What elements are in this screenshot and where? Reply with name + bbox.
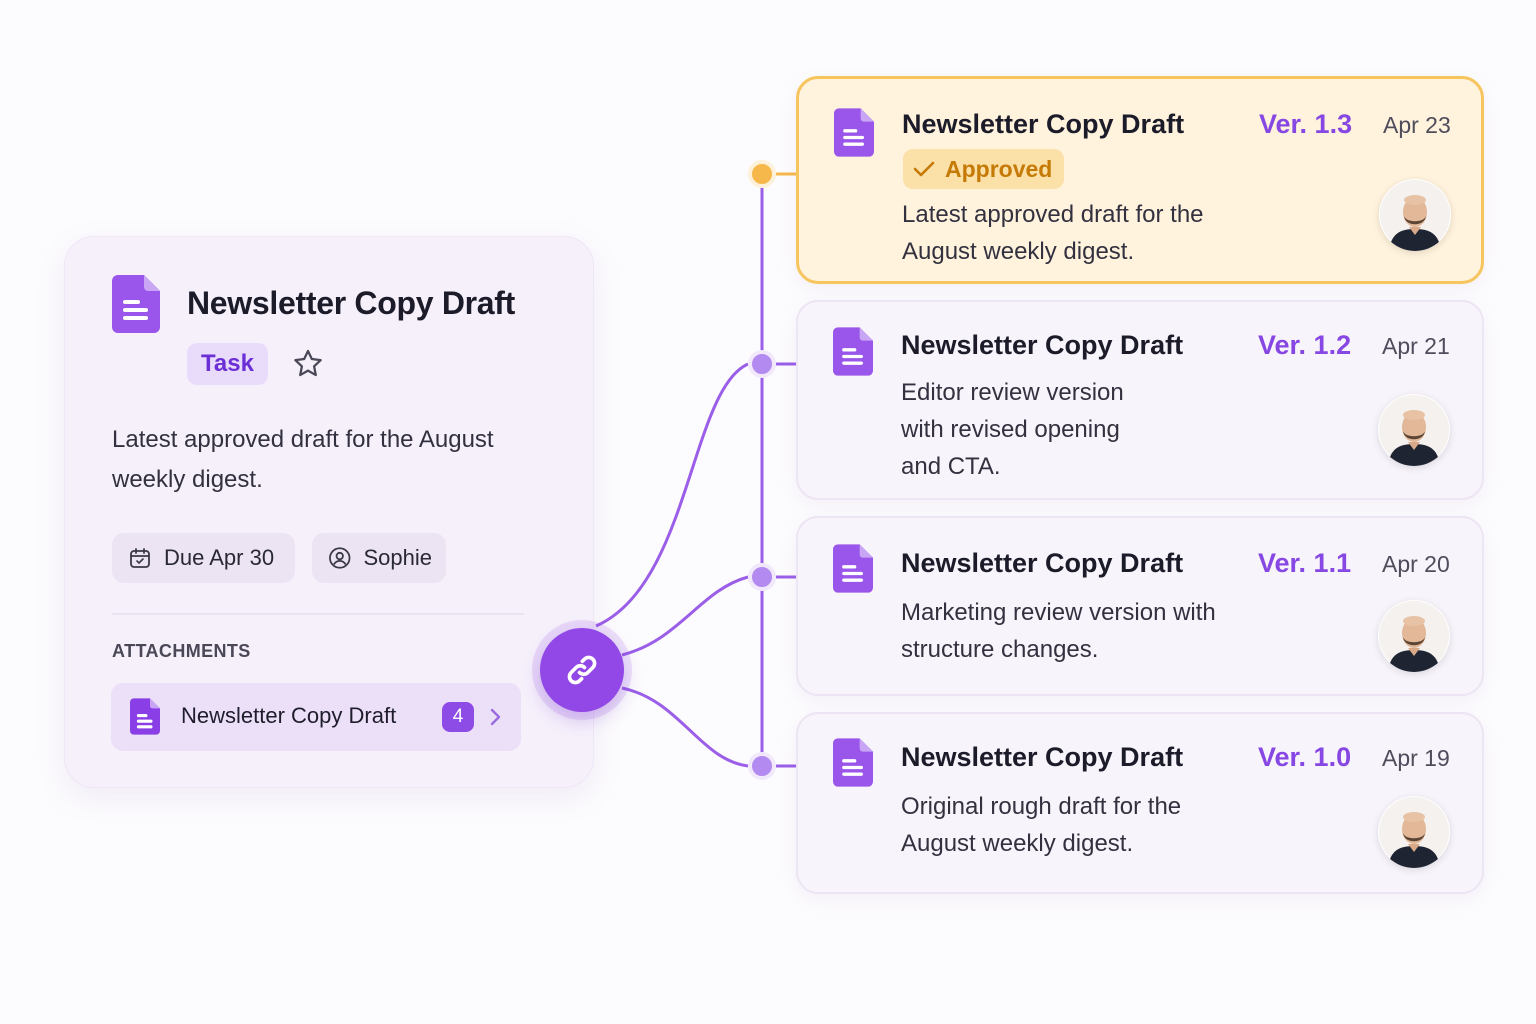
timeline-node — [748, 350, 776, 378]
version-number: Ver. 1.1 — [1258, 548, 1352, 578]
assignee-name: Sophie — [363, 545, 432, 570]
version-date: Apr 19 — [1382, 745, 1450, 771]
document-icon — [833, 327, 873, 376]
user-circle-icon — [329, 547, 351, 569]
link-button[interactable] — [540, 628, 624, 712]
due-date-chip[interactable]: Due Apr 30 — [112, 533, 295, 583]
timeline-node-current — [748, 160, 776, 188]
task-card: Newsletter Copy Draft Task Latest approv… — [64, 236, 594, 788]
attachment-item[interactable]: Newsletter Copy Draft 4 — [111, 683, 521, 751]
attachment-version-count: 4 — [442, 702, 474, 732]
due-date-text: Due Apr 30 — [164, 545, 275, 570]
attachment-name: Newsletter Copy Draft — [181, 703, 397, 728]
star-icon[interactable] — [291, 347, 325, 381]
version-description: Original rough draft for the August week… — [901, 793, 1182, 857]
task-description: Latest approved draft for the August wee… — [112, 426, 494, 493]
version-description: Latest approved draft for the August wee… — [902, 201, 1204, 265]
version-card[interactable]: Newsletter Copy Draft Ver. 1.1 Apr 20 Ma… — [796, 516, 1484, 696]
chevron-right-icon[interactable] — [489, 707, 503, 727]
document-icon — [833, 544, 873, 593]
divider — [112, 613, 524, 615]
version-title: Newsletter Copy Draft — [902, 109, 1185, 139]
check-icon — [913, 161, 935, 177]
attachments-label: ATTACHMENTS — [112, 641, 251, 661]
timeline-node — [748, 752, 776, 780]
link-icon — [567, 655, 597, 685]
document-icon — [833, 738, 873, 787]
document-icon — [834, 108, 874, 157]
version-date: Apr 20 — [1382, 551, 1450, 577]
version-title: Newsletter Copy Draft — [901, 330, 1184, 360]
document-icon — [112, 275, 160, 333]
approved-badge-label: Approved — [945, 156, 1053, 182]
avatar — [1378, 394, 1450, 466]
version-card[interactable]: Newsletter Copy Draft Ver. 1.2 Apr 21 Ed… — [796, 300, 1484, 500]
version-number: Ver. 1.3 — [1259, 109, 1353, 139]
version-date: Apr 21 — [1382, 333, 1450, 359]
version-title: Newsletter Copy Draft — [901, 742, 1184, 772]
version-number: Ver. 1.2 — [1258, 330, 1352, 360]
task-title: Newsletter Copy Draft — [187, 285, 515, 321]
version-card-current[interactable]: Newsletter Copy Draft Ver. 1.3 Apr 23 Ap… — [796, 76, 1484, 284]
timeline-node — [748, 563, 776, 591]
version-title: Newsletter Copy Draft — [901, 548, 1184, 578]
version-date: Apr 23 — [1383, 112, 1451, 138]
assignee-chip[interactable]: Sophie — [312, 533, 446, 583]
version-description: Editor review version with revised openi… — [901, 379, 1124, 480]
version-number: Ver. 1.0 — [1258, 742, 1352, 772]
task-type-badge: Task — [187, 343, 268, 385]
version-card[interactable]: Newsletter Copy Draft Ver. 1.0 Apr 19 Or… — [796, 712, 1484, 894]
avatar — [1379, 179, 1451, 251]
approved-badge: Approved — [903, 149, 1065, 189]
avatar — [1378, 600, 1450, 672]
avatar — [1378, 796, 1450, 868]
document-icon — [130, 698, 160, 735]
version-description: Marketing review version with structure … — [901, 599, 1216, 663]
calendar-icon — [130, 548, 150, 568]
